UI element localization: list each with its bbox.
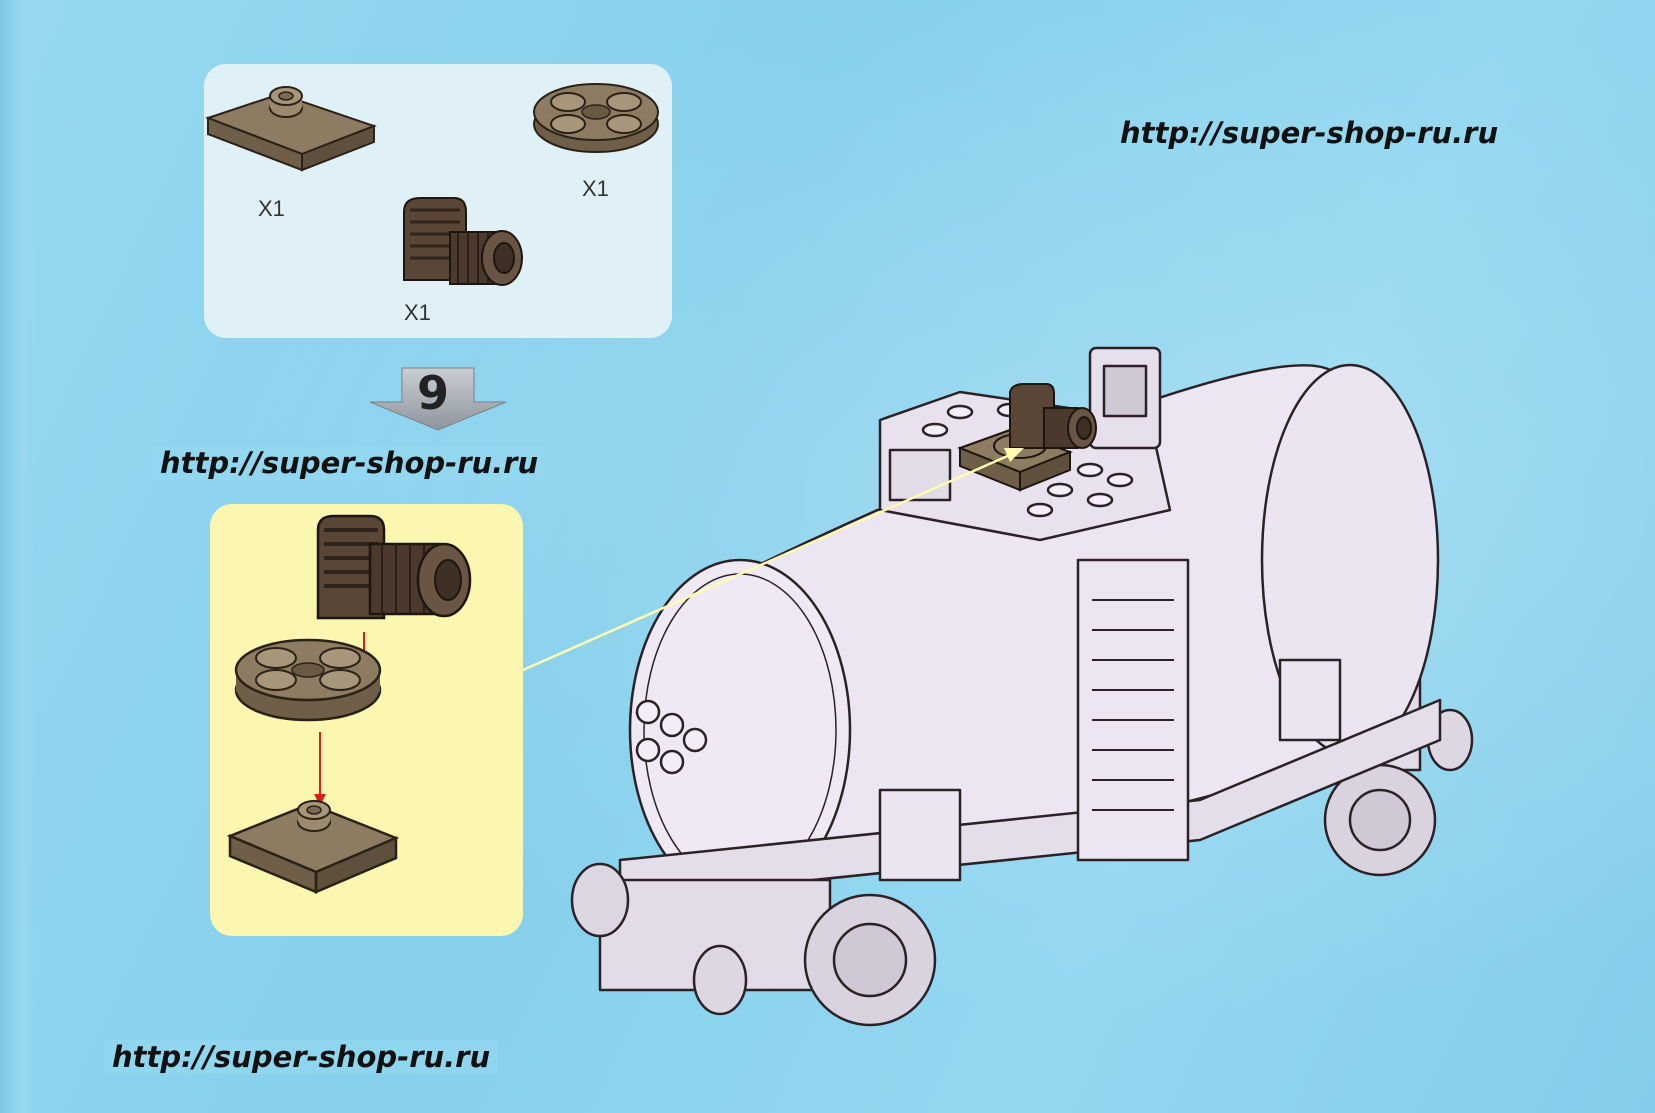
tile-plate-2x2-with-pin-icon bbox=[226, 800, 400, 894]
part-quantity-label: X1 bbox=[582, 176, 609, 201]
placed-sub-assembly bbox=[957, 383, 1097, 492]
pointer-line bbox=[522, 452, 1013, 672]
round-plate-2x2-icon bbox=[234, 638, 382, 722]
tile-plate-2x2-with-pin-icon bbox=[205, 86, 377, 172]
page-fold-shadow bbox=[0, 0, 36, 1113]
round-plate-2x2-icon bbox=[533, 83, 659, 153]
watermark-url: http://super-shop-ru.ru bbox=[104, 1040, 499, 1074]
watermark-url: http://super-shop-ru.ru bbox=[1112, 116, 1507, 150]
part-quantity-label: X1 bbox=[258, 196, 285, 221]
sub-assembly-diagram bbox=[226, 514, 472, 894]
step-number: 9 bbox=[416, 366, 449, 420]
hose-reel-drum-icon bbox=[316, 514, 472, 620]
step-down-arrow-icon bbox=[369, 367, 507, 431]
part-quantity-label: X1 bbox=[404, 300, 431, 325]
hose-reel-drum-icon bbox=[403, 197, 523, 286]
watermark-url: http://super-shop-ru.ru bbox=[152, 446, 547, 480]
